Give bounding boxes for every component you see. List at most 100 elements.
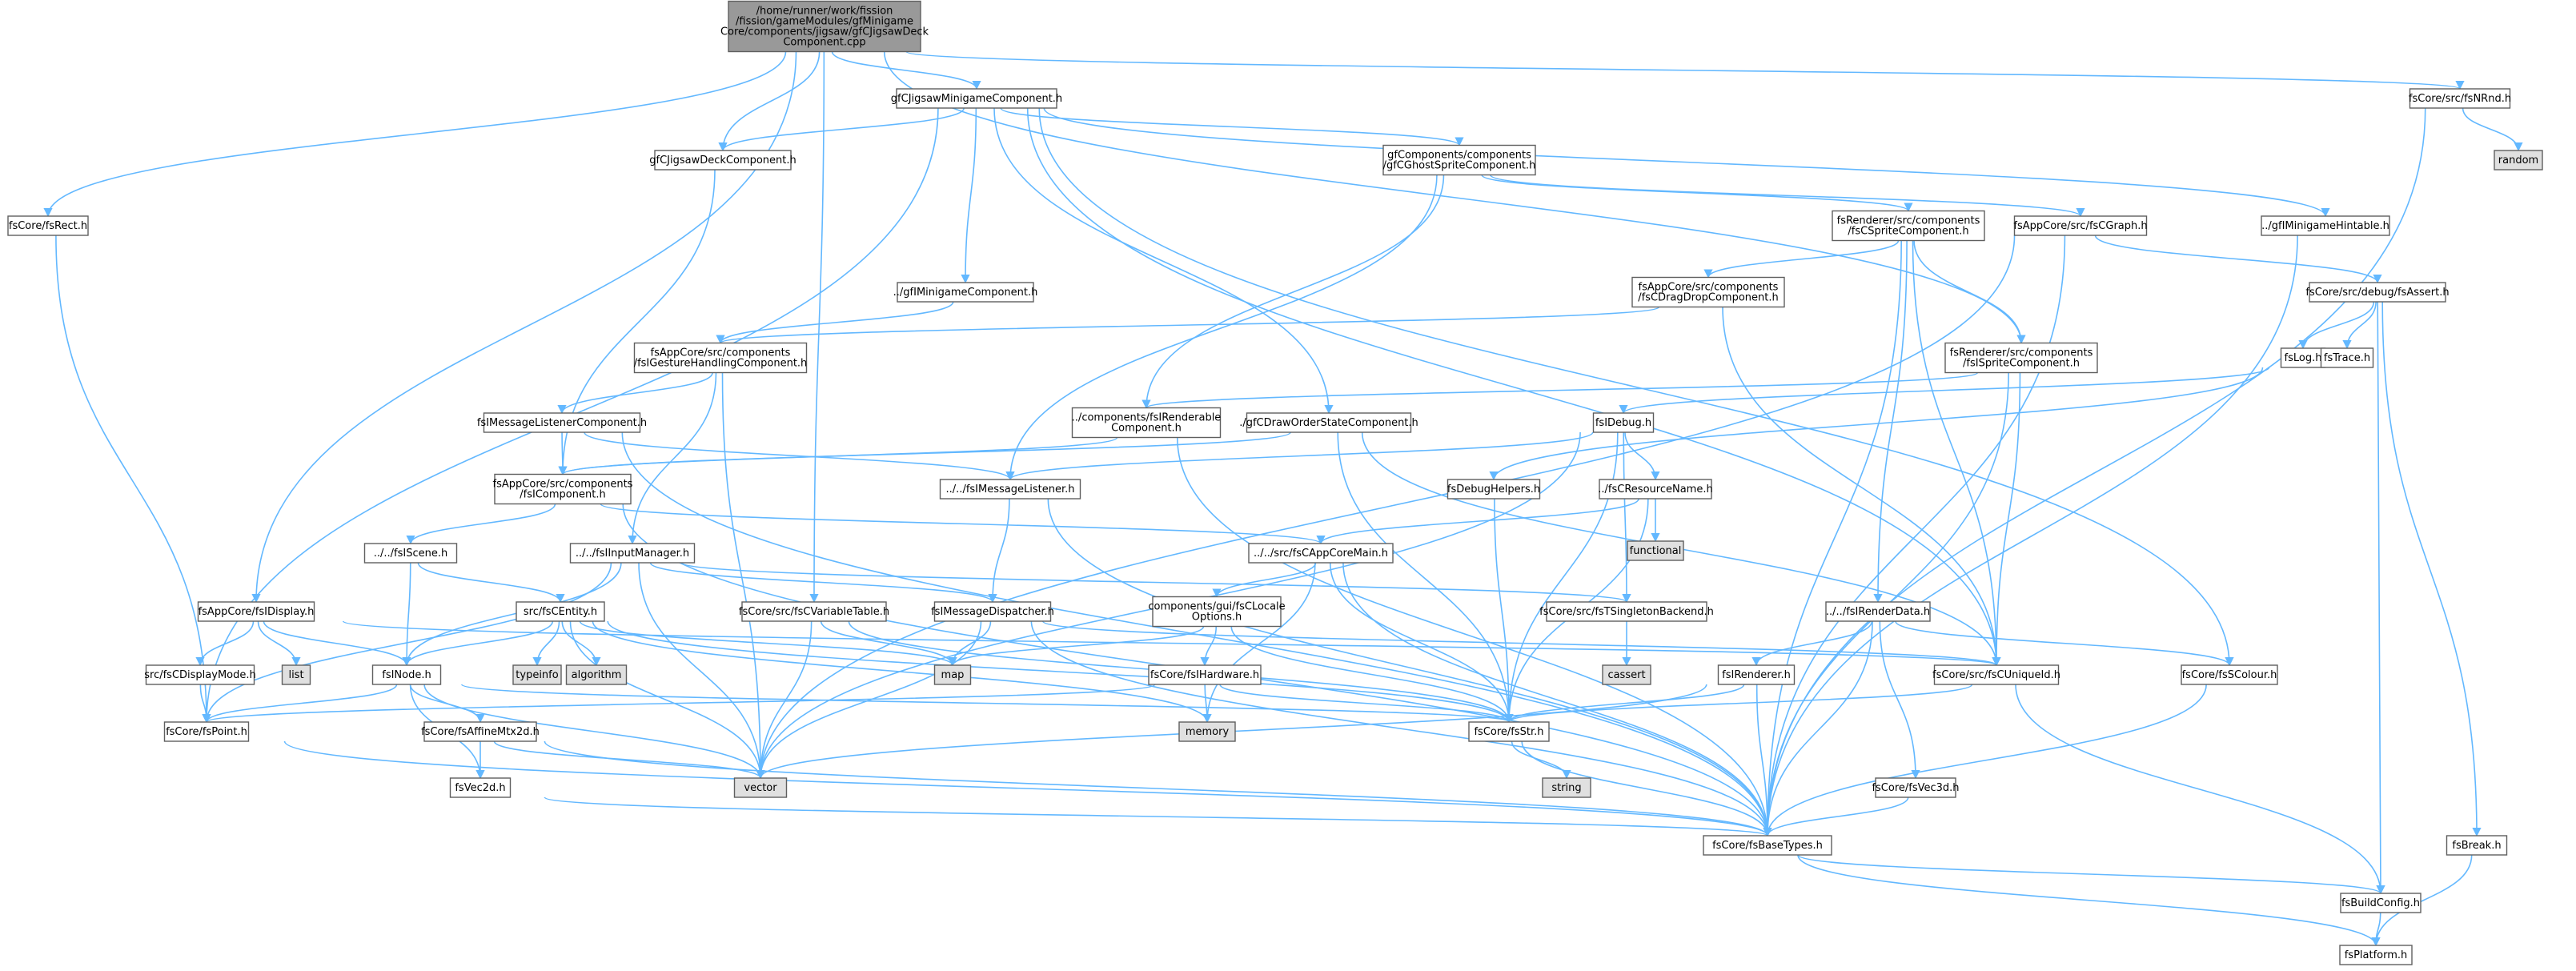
node-centity[interactable]: src/fsCEntity.h [516,601,605,622]
node-root[interactable]: /home/runner/work/fission/fission/gameMo… [720,0,929,53]
node-label: fsCore/fsVec3d.h [1872,782,1959,794]
node-var-table[interactable]: fsCore/src/fsCVariableTable.h [739,601,889,622]
node-resname[interactable]: ../fsCResourceName.h [1598,479,1713,500]
edge-idisplay-to-uniqueid [342,620,2000,667]
node-affine[interactable]: fsCore/fsAffineMtx2d.h [421,721,540,742]
node-label: fsAppCore/fsIDisplay.h [199,606,315,618]
node-box [163,721,250,742]
node-box [1246,412,1412,433]
edge-inode-to-str [461,684,1514,724]
node-input-mgr[interactable]: ../../fsIInputManager.h [569,543,696,564]
node-ghost-sprite[interactable]: gfComponents/components/gfCGhostSpriteCo… [1382,144,1536,176]
edge-minigame-comp-to-uniqueid [1026,107,2001,667]
node-ihardware[interactable]: fsCore/fsIHardware.h [1148,664,1262,685]
node-label: fsCore/src/fsNRnd.h [2409,93,2511,105]
node-graph[interactable]: fsAppCore/src/fsCGraph.h [2013,215,2148,236]
node-box [2339,945,2413,965]
node-icomponent[interactable]: fsAppCore/src/components/fsIComponent.h [493,473,633,505]
node-basetypes[interactable]: fsCore/fsBaseTypes.h [1703,835,1832,856]
node-label: fsCore/src/fsCUniqueId.h [1932,669,2060,681]
edge-appcore-main-to-locale [1212,562,1317,598]
node-buildconfig[interactable]: fsBuildConfig.h [2340,893,2422,913]
node-label: /fsCDragDropComponent.h [1638,292,1779,304]
node-idisplay[interactable]: fsAppCore/fsIDisplay.h [197,601,315,622]
node-box [483,412,641,433]
edge-isprite-to-uniqueid [1992,372,2021,667]
node-scolour[interactable]: fsCore/fsSColour.h [2181,664,2278,685]
node-debug-helpers[interactable]: fsDebugHelpers.h [1446,479,1541,500]
node-draworder[interactable]: ./gfCDrawOrderStateComponent.h [1239,412,1418,433]
node-str[interactable]: fsCore/fsStr.h [1468,721,1550,742]
node-label: fsLog.h [2285,352,2322,364]
node-label: Core/components/jigsaw/gfCJigsawDeck [720,26,929,38]
node-msg-listener-comp[interactable]: fsIMessageListenerComponent.h [477,412,647,433]
node-imsg-listener[interactable]: ../../fsIMessageListener.h [939,479,1081,500]
edge-affine-to-basetypes [544,740,1772,837]
node-label: fsCore/fsRect.h [9,220,87,232]
node-box [1825,601,1931,622]
edge-msg-dispatcher-to-basetypes [1030,620,1772,837]
node-isprite[interactable]: fsRenderer/src/components/fsISpriteCompo… [1944,342,2098,374]
node-label: algorithm [572,669,622,681]
edge-imsg-listener-to-msg-dispatcher [988,498,1010,604]
node-inode[interactable]: fsINode.h [371,664,442,685]
node-iscene[interactable]: ../../fsIScene.h [363,543,458,564]
node-label: /home/runner/work/fission [756,6,893,18]
node-assert[interactable]: fsCore/src/debug/fsAssert.h [2305,282,2450,303]
node-minigame-hintable[interactable]: ../gfIMinigameHintable.h [2261,215,2390,236]
node-irenderdata[interactable]: ../../fsIRenderData.h [1825,601,1931,622]
node-gesture[interactable]: fsAppCore/src/components/fsIGestureHandl… [634,342,808,374]
edge-input-mgr-to-point [202,562,612,724]
node-box [2409,88,2511,109]
edge-locale-to-str [1230,626,1514,724]
node-uniqueid[interactable]: fsCore/src/fsCUniqueId.h [1932,664,2060,685]
node-map: map [933,664,972,685]
node-sprite-comp[interactable]: fsRenderer/src/components/fsCSpriteCompo… [1832,210,1985,242]
node-point[interactable]: fsCore/fsPoint.h [163,721,250,742]
node-dragdrop[interactable]: fsAppCore/src/components/fsCDragDropComp… [1631,276,1785,308]
node-rect[interactable]: fsCore/fsRect.h [7,215,89,236]
node-vector: vector [733,777,788,798]
node-tsingleton[interactable]: fsCore/src/fsTSingletonBackend.h [1539,601,1714,622]
node-trace[interactable]: fsTrace.h [2320,347,2374,368]
node-label: fsCore/fsPoint.h [166,726,247,738]
edge-centity-to-memory [592,620,1212,724]
node-box [896,88,1057,109]
edge-idebug-to-resname [1624,431,1660,481]
node-box [371,664,442,685]
edge-minigame-comp-to-draworder [993,107,1334,415]
node-minigame-comp[interactable]: gfCJigsawMinigameComponent.h [891,88,1062,109]
edge-sprite-comp-to-basetypes [1763,240,1902,837]
node-vec2d[interactable]: fsVec2d.h [449,777,512,798]
edge-graph-to-vector [756,235,2016,780]
node-label: ../../fsIInputManager.h [576,548,689,560]
node-display-mode[interactable]: src/fsCDisplayMode.h [144,664,256,685]
edge-var-table-to-map [820,620,957,667]
node-log[interactable]: fsLog.h [2280,347,2326,368]
node-nrnd[interactable]: fsCore/src/fsNRnd.h [2409,88,2511,109]
node-vec3d[interactable]: fsCore/fsVec3d.h [1872,777,1960,798]
node-box [2013,215,2148,236]
node-minigame-ifc[interactable]: ../gfIMinigameComponent.h [893,282,1038,303]
node-box [1148,664,1262,685]
node-label: fsAppCore/src/components [493,479,633,491]
edge-root-to-rect [43,51,787,218]
node-box [654,150,792,171]
node-msg-dispatcher[interactable]: fsIMessageDispatcher.h [931,601,1054,622]
edge-icomponent-to-appcore-main [600,503,1326,545]
node-label: ../../fsIScene.h [374,548,447,560]
edge-vec2d-to-basetypes [544,796,1772,837]
node-box [363,543,458,564]
node-box [741,601,887,622]
node-irenderer[interactable]: fsIRenderer.h [1717,664,1796,685]
node-break[interactable]: fsBreak.h [2446,835,2508,856]
node-deck-comp[interactable]: gfCJigsawDeckComponent.h [649,150,796,171]
node-label: fsBreak.h [2452,840,2501,852]
node-idebug[interactable]: fsIDebug.h [1592,412,1655,433]
node-box [449,777,512,798]
node-platform[interactable]: fsPlatform.h [2339,945,2413,965]
node-appcore-main[interactable]: ../../src/fsCAppCoreMain.h [1248,543,1394,564]
